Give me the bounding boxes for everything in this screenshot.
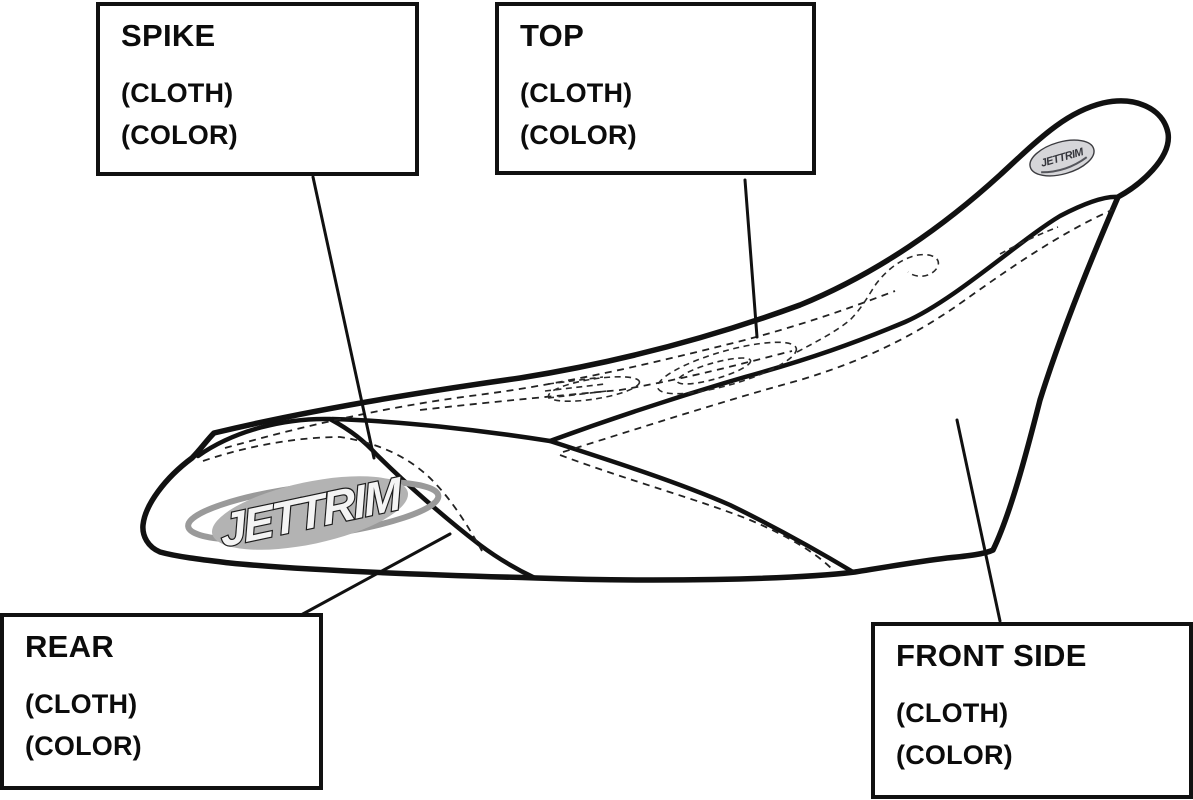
leader-line-front-side bbox=[955, 418, 1002, 623]
flame-tail bbox=[999, 226, 1059, 255]
stitch-under-top-edge-2 bbox=[419, 350, 793, 411]
flame-ticks bbox=[544, 376, 608, 399]
spike-cloth-label: (CLOTH) bbox=[121, 77, 234, 108]
top-title: TOP bbox=[520, 18, 585, 53]
seat-outline bbox=[140, 98, 1171, 583]
stitch-rear-dome bbox=[202, 436, 483, 552]
backrest-patch: JETTRIM bbox=[1029, 139, 1095, 177]
rear-title: REAR bbox=[25, 629, 115, 664]
jettrim-logo-oval bbox=[211, 476, 409, 550]
label-box-rear: REAR (CLOTH) (COLOR) bbox=[0, 613, 323, 790]
spike-color-label: (COLOR) bbox=[121, 119, 238, 150]
front-side-cloth-label: (CLOTH) bbox=[896, 697, 1009, 728]
front-side-color-label: (COLOR) bbox=[896, 739, 1013, 770]
backrest-patch-mark bbox=[1041, 156, 1088, 174]
rear-color-label: (COLOR) bbox=[25, 730, 142, 761]
flame-swirl-mid-inner bbox=[676, 357, 752, 385]
label-box-spike: SPIKE (CLOTH) (COLOR) bbox=[96, 2, 419, 176]
flame-swirl-left bbox=[547, 375, 641, 403]
label-box-front-side: FRONT SIDE (CLOTH) (COLOR) bbox=[871, 622, 1193, 799]
stitch-under-top-edge bbox=[224, 290, 896, 449]
backrest-patch-oval bbox=[1029, 139, 1095, 177]
stitch-below-top-seam bbox=[562, 209, 1113, 453]
rear-cloth-label: (CLOTH) bbox=[25, 688, 138, 719]
label-box-top: TOP (CLOTH) (COLOR) bbox=[495, 2, 816, 175]
leader-line-top bbox=[743, 178, 759, 339]
front-side-title: FRONT SIDE bbox=[896, 638, 1087, 673]
flame-embroidery bbox=[544, 226, 1059, 403]
side-bottom-seam bbox=[329, 416, 856, 575]
flame-hook bbox=[796, 253, 940, 353]
flame-swirl-mid bbox=[656, 341, 798, 395]
top-cloth-label: (CLOTH) bbox=[520, 77, 633, 108]
leader-lines bbox=[299, 175, 1002, 623]
rear-panel-seam bbox=[195, 416, 538, 581]
top-color-label: (COLOR) bbox=[520, 119, 637, 150]
stitch-along-side-seam bbox=[559, 454, 834, 571]
leader-line-rear bbox=[299, 532, 452, 617]
spike-title: SPIKE bbox=[121, 18, 216, 53]
top-panel-seam bbox=[547, 194, 1121, 444]
leader-line-spike bbox=[311, 175, 376, 460]
